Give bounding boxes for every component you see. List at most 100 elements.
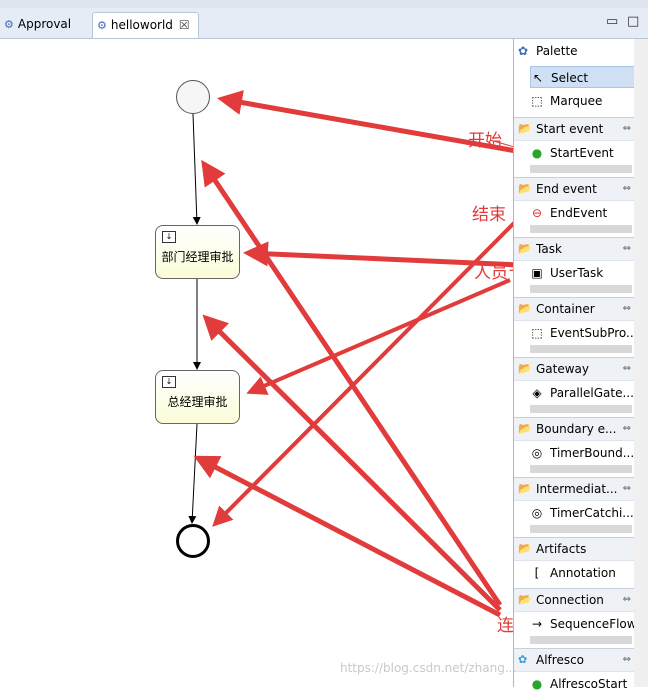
process-icon: ⚙ — [4, 18, 14, 31]
palette-item-timer-catching[interactable]: ◎TimerCatchi... — [530, 503, 638, 523]
collapse-icon[interactable]: ⇔ — [622, 123, 631, 134]
palette-item-alfresco-start[interactable]: ●AlfrescoStart — [530, 674, 638, 694]
collapse-icon[interactable]: ⇔ — [622, 243, 631, 254]
drawer-header[interactable]: 📂 Connection ⇔ — [514, 588, 635, 612]
tab-helloworld[interactable]: ⚙helloworld ☒ — [92, 12, 199, 38]
drawer-header[interactable]: 📂 Boundary e... ⇔ — [514, 417, 635, 441]
drawer-boundary-event[interactable]: 📂 Boundary e... ⇔ ◎TimerBound... — [514, 417, 635, 477]
maximize-icon[interactable]: □ — [627, 14, 640, 29]
tab-label: Approval — [17, 17, 72, 31]
folder-icon: 📂 — [518, 422, 532, 435]
folder-icon: 📂 — [518, 593, 532, 606]
hidden-item — [530, 285, 632, 293]
drawer-header[interactable]: 📂 Task ⇔ — [514, 237, 635, 261]
tool-label: Marquee — [550, 94, 603, 108]
user-task[interactable]: ↓ 部门经理审批 — [155, 225, 240, 279]
task-label: 部门经理审批 — [161, 250, 234, 264]
marquee-tool[interactable]: ⬚ Marquee — [530, 90, 638, 112]
diagram-icon: ⚙ — [97, 19, 107, 32]
arrow-right-icon: → — [531, 617, 543, 631]
drawer-header[interactable]: 📂 End event ⇔ — [514, 177, 635, 201]
marquee-icon: ⬚ — [531, 94, 543, 108]
folder-icon: 📂 — [518, 182, 532, 195]
folder-icon: 📂 — [518, 302, 532, 315]
drawer-gateway[interactable]: 📂Gateway⇔ ◈ParallelGate... — [514, 357, 635, 417]
palette-item-start-event[interactable]: ●StartEvent — [530, 143, 638, 163]
select-tool[interactable]: ↖Select — [530, 66, 638, 88]
drawer-header[interactable]: 📂Start event⇔ — [514, 117, 635, 141]
close-icon[interactable]: ☒ — [178, 18, 190, 32]
drawer-end-event[interactable]: 📂 End event ⇔ ⊖EndEvent — [514, 177, 635, 237]
drawer-title: Task — [536, 242, 562, 256]
collapse-icon[interactable]: ⇔ — [622, 483, 631, 494]
drawer-task[interactable]: 📂 Task ⇔ ▣ UserTask — [514, 237, 635, 297]
watermark: https://blog.csdn.net/zhang... — [340, 661, 517, 675]
palette-item-user-task[interactable]: ▣ UserTask — [530, 263, 638, 283]
timer-icon: ◎ — [531, 506, 543, 520]
drawer-intermediate-event[interactable]: 📂Intermediat...⇔ ◎TimerCatchi... — [514, 477, 635, 537]
user-task[interactable]: ↓ 总经理审批 — [155, 370, 240, 424]
palette-title: Palette — [536, 44, 578, 58]
drawer-start-event[interactable]: 📂Start event⇔ ●StartEvent — [514, 117, 635, 177]
hidden-item — [530, 525, 632, 533]
palette-item-parallel-gateway[interactable]: ◈ ParallelGate... — [530, 383, 638, 403]
collapse-icon[interactable]: ⇔ — [622, 363, 631, 374]
collapse-icon[interactable]: ⇔ — [622, 654, 631, 665]
item-label: UserTask — [550, 266, 604, 280]
palette-icon: ✿ — [518, 44, 529, 58]
top-strip — [0, 0, 648, 8]
end-event[interactable] — [176, 524, 210, 558]
drawer-artifacts[interactable]: 📂Artifacts [ Annotation — [514, 537, 635, 587]
tab-label: helloworld — [110, 18, 173, 32]
drawer-header[interactable]: 📂 Container ⇔ — [514, 297, 635, 321]
palette-item-event-subprocess[interactable]: ⬚EventSubPro... — [530, 323, 638, 343]
item-label: Annotation — [550, 566, 616, 580]
hidden-item — [530, 465, 632, 473]
scrollbar[interactable] — [634, 39, 648, 687]
folder-icon: 📂 — [518, 542, 532, 555]
hidden-item — [530, 636, 632, 644]
user-task-icon: ▣ — [531, 266, 543, 280]
diagram-canvas[interactable] — [0, 39, 512, 687]
hidden-item — [530, 345, 632, 353]
user-task-icon: ↓ — [162, 376, 176, 388]
palette-item-annotation[interactable]: [ Annotation — [530, 563, 638, 583]
palette-item-end-event[interactable]: ⊖EndEvent — [530, 203, 638, 223]
hidden-item — [530, 165, 632, 173]
start-event[interactable] — [176, 80, 210, 114]
drawer-container[interactable]: 📂 Container ⇔ ⬚EventSubPro... — [514, 297, 638, 357]
task-label: 总经理审批 — [167, 395, 228, 409]
drawer-title: Alfresco — [536, 653, 585, 667]
drawer-title: Start event — [536, 122, 604, 136]
user-task-icon: ↓ — [162, 231, 176, 243]
parallel-gateway-icon: ◈ — [532, 386, 542, 400]
collapse-icon[interactable]: ⇔ — [622, 303, 631, 314]
hidden-item — [530, 225, 632, 233]
collapse-icon[interactable]: ⇔ — [622, 423, 631, 434]
palette-item-timer-boundary[interactable]: ◎TimerBound... — [530, 443, 638, 463]
collapse-icon[interactable]: ⇔ — [622, 183, 631, 194]
drawer-header[interactable]: 📂Intermediat...⇔ — [514, 477, 635, 501]
item-label: TimerBound... — [550, 446, 635, 460]
drawer-header[interactable]: 📂Artifacts — [514, 537, 635, 561]
drawer-connection[interactable]: 📂 Connection ⇔ →SequenceFlow — [514, 588, 638, 648]
drawer-title: Boundary e... — [536, 422, 617, 436]
drawer-header[interactable]: ✿Alfresco⇔ — [514, 648, 635, 672]
drawer-title: Container — [536, 302, 595, 316]
drawer-title: End event — [536, 182, 597, 196]
folder-icon: 📂 — [518, 242, 532, 255]
minimize-icon[interactable]: ▭ — [606, 14, 619, 29]
pointer-icon: ↖ — [532, 71, 544, 85]
item-label: ParallelGate... — [550, 386, 634, 400]
palette-header[interactable]: ✿ Palette ▷ — [514, 39, 645, 63]
annotation-icon: [ — [534, 566, 540, 580]
drawer-header[interactable]: 📂Gateway⇔ — [514, 357, 635, 381]
item-label: AlfrescoStart — [550, 677, 628, 691]
tab-approval[interactable]: ⚙Approval — [0, 12, 79, 36]
palette-item-sequence-flow[interactable]: →SequenceFlow — [530, 614, 638, 634]
drawer-title: Connection — [536, 593, 604, 607]
collapse-icon[interactable]: ⇔ — [622, 594, 631, 605]
drawer-title: Gateway — [536, 362, 590, 376]
item-label: EndEvent — [550, 206, 608, 220]
drawer-alfresco[interactable]: ✿Alfresco⇔ ●AlfrescoStart — [514, 648, 635, 691]
